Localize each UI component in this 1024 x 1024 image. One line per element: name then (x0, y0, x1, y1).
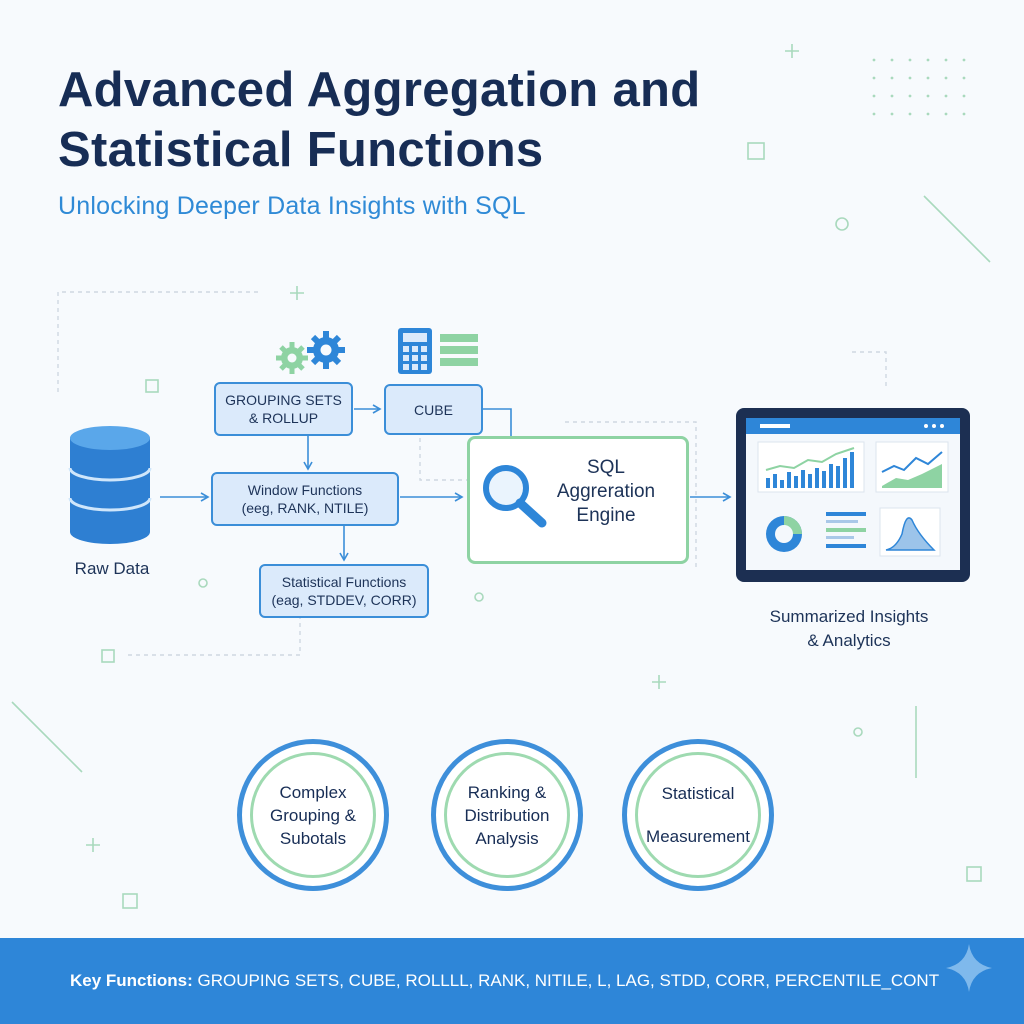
window-functions-line1: Window Functions (247, 482, 363, 498)
calculator-icon (398, 328, 478, 374)
database-icon (68, 426, 152, 544)
page-subtitle: Unlocking Deeper Data Insights with SQL (58, 192, 526, 220)
cube-label: CUBE (414, 401, 453, 418)
engine-line2: Aggreration (556, 481, 656, 502)
footer-label: Key Functions: (70, 971, 193, 990)
magnifier-icon (483, 465, 547, 528)
highlight-ranking-distribution: Ranking & Distribution Analysis (431, 739, 583, 891)
sparkle-icon (946, 944, 992, 992)
highlight-line3: Measurement (646, 827, 750, 846)
output-line2: & Analytics (807, 631, 891, 650)
dashboard-monitor-icon (736, 408, 970, 582)
highlight-line2: Distribution (464, 805, 550, 825)
highlight-line2 (646, 805, 750, 825)
sql-engine-label: SQL Aggreration Engine (546, 456, 666, 528)
window-functions-box: Window Functions (eeg, RANK, NTILE) (211, 472, 399, 526)
highlight-label: Statistical Measurement (641, 744, 755, 886)
engine-line1: SQL (586, 457, 626, 478)
highlight-statistical-measurement: Statistical Measurement (622, 739, 774, 891)
statistical-functions-line1: Statistical Functions (281, 574, 407, 590)
engine-line3: Engine (576, 505, 636, 526)
statistical-functions-box: Statistical Functions (eag, STDDEV, CORR… (259, 564, 429, 618)
grouping-sets-box: GROUPING SETS & ROLLUP (214, 382, 353, 436)
output-line1: Summarized Insights (769, 607, 929, 626)
footer-key-functions: Key Functions: GROUPING SETS, CUBE, ROLL… (70, 971, 939, 991)
highlight-label: Ranking & Distribution Analysis (450, 744, 564, 886)
highlight-line1: Statistical (661, 784, 735, 803)
highlight-ring (444, 752, 570, 878)
highlight-ring (635, 752, 761, 878)
footer-bar (0, 938, 1024, 1024)
grouping-sets-line1: GROUPING SETS (225, 392, 342, 408)
statistical-functions-line2: (eag, STDDEV, CORR) (271, 592, 417, 608)
page-title: Advanced Aggregation and Statistical Fun… (58, 63, 701, 177)
footer-functions: GROUPING SETS, CUBE, ROLLLL, RANK, NITIL… (197, 971, 940, 990)
highlight-complex-grouping: Complex Grouping & Subotals (237, 739, 389, 891)
highlight-line2: Grouping & (270, 805, 356, 825)
window-functions-line2: (eeg, RANK, NTILE) (241, 500, 369, 516)
cube-box: CUBE (384, 384, 483, 435)
highlight-line3: Analysis (475, 828, 539, 848)
raw-data-label: Raw Data (74, 559, 150, 578)
highlight-line3: Subotals (279, 828, 347, 848)
highlight-label: Complex Grouping & Subotals (256, 744, 370, 886)
highlight-line1: Complex (279, 782, 347, 802)
grouping-sets-line2: & ROLLUP (248, 410, 319, 426)
highlight-line1: Ranking & (467, 782, 547, 802)
gears-icon (276, 331, 345, 374)
highlight-ring (250, 752, 376, 878)
output-label: Summarized Insights & Analytics (742, 605, 956, 653)
